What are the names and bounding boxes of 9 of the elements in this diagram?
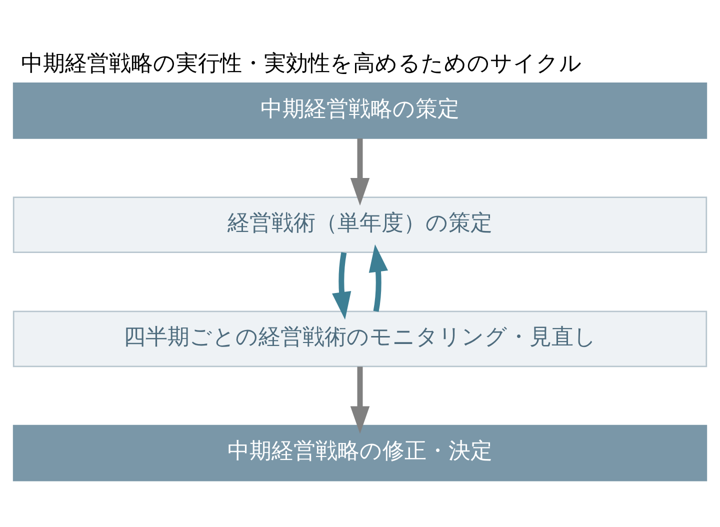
node-box: 四半期ごとの経営戦術のモニタリング・見直し	[12, 310, 708, 367]
node-box: 中期経営戦略の修正・決定	[12, 424, 708, 481]
node-box: 経営戦術（単年度）の策定	[12, 196, 708, 252]
arrow	[368, 244, 388, 312]
diagram-title: 中期経営戦略の実行性・実効性を高めるためのサイクル	[21, 51, 582, 76]
arrow	[350, 138, 370, 206]
arrow	[332, 252, 352, 320]
arrow	[350, 366, 370, 434]
node-box: 中期経営戦略の策定	[12, 82, 708, 138]
